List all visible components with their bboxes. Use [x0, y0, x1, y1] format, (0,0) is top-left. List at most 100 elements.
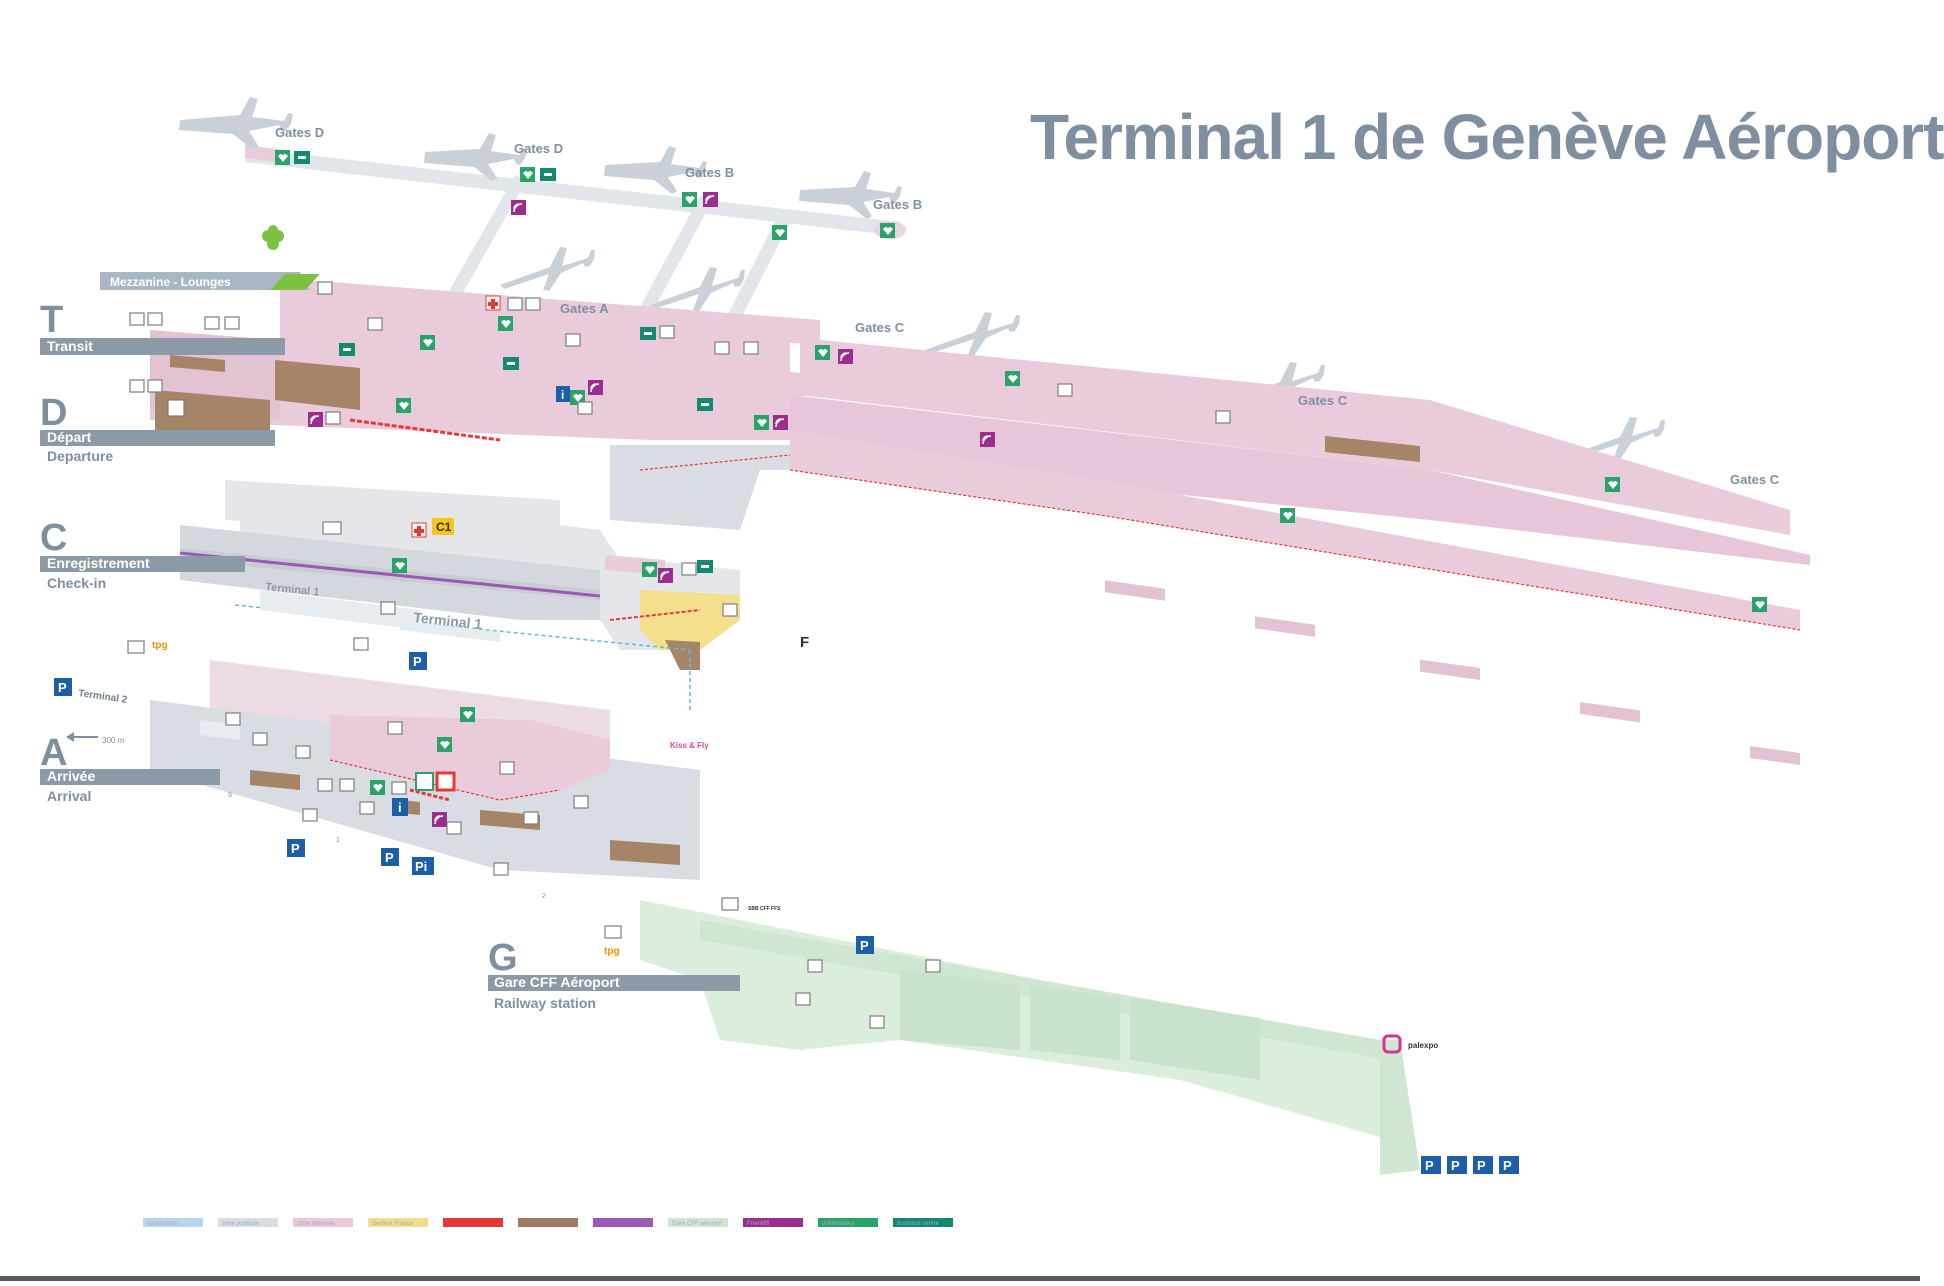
parking-icon: P [409, 652, 427, 670]
defibrillator-icon [460, 707, 475, 722]
business-centre-icon [697, 560, 713, 573]
toilet-icon [225, 712, 241, 726]
luggage-icon [252, 732, 268, 746]
toilet-icon [573, 795, 589, 809]
shop-area [170, 355, 225, 372]
defibrillator-icon [437, 737, 452, 752]
svg-text:P: P [385, 850, 394, 865]
legend-swatch [893, 1218, 953, 1227]
shop-icon [743, 341, 759, 355]
exit-label: 1 [336, 837, 340, 844]
wheelchair-icon [380, 601, 396, 615]
toilet-icon [659, 325, 675, 339]
gates-b-label: Gates B [685, 165, 734, 180]
smoking-icon [367, 317, 383, 331]
pier-walkways [245, 145, 906, 340]
phone-icon [317, 281, 333, 295]
lost-found-icon [435, 771, 456, 792]
exit-label: 5 [228, 792, 232, 799]
airplane-icon [1570, 417, 1665, 461]
defibrillator-icon [420, 335, 435, 350]
business-centre-icon [339, 343, 355, 356]
zone-c1-label: C1 [436, 520, 452, 534]
parking-icon: P [54, 678, 72, 696]
level-t-letter: T [40, 299, 63, 341]
phone-icon [681, 562, 697, 576]
bus-icon [127, 640, 145, 654]
gates-c-pier-lower [790, 430, 1800, 630]
level-a-sublabel: Arrival [47, 788, 91, 804]
legend-label: Gare CFF aéroport [672, 1221, 723, 1227]
toilet-icon [147, 379, 163, 393]
elevator-icon [523, 811, 539, 825]
business-centre-icon [640, 327, 656, 340]
terminal2-label: Terminal 2 [78, 688, 129, 706]
legend-swatch [593, 1218, 653, 1227]
svg-text:P: P [1477, 1158, 1486, 1173]
defibrillator-icon [520, 167, 535, 182]
legend-label: zone publique [222, 1221, 260, 1227]
legend-label: FreeWifi [747, 1221, 769, 1227]
ticket-icon [721, 897, 739, 911]
svg-text:P: P [291, 841, 300, 856]
airplane-icon [604, 146, 707, 194]
defibrillator-icon [754, 415, 769, 430]
sbb-label: SBB CFF FFS [748, 906, 781, 912]
defibrillator-icon [772, 225, 787, 240]
legend-label: ascenseurs [147, 1221, 178, 1227]
shop-icon [224, 316, 240, 330]
pier-d-connector [446, 176, 528, 298]
gates-d-b-walkway [245, 148, 900, 236]
defibrillator-icon [815, 345, 830, 360]
defibrillator-icon [1005, 371, 1020, 386]
level-labels: T Transit D Départ Departure C Enregistr… [40, 272, 740, 1011]
legend-swatch [518, 1218, 578, 1227]
parking-icon: P [381, 848, 399, 866]
sector-f-label: F [800, 634, 809, 651]
arrival-reserved [330, 715, 610, 800]
level-c-letter: C [40, 517, 67, 559]
bus-icon [493, 862, 509, 876]
defibrillator-icon [642, 562, 657, 577]
wifi-icon [432, 812, 447, 827]
toilet-icon [317, 778, 333, 792]
checkin-level [179, 485, 740, 710]
level-d-sublabel: Departure [47, 448, 113, 464]
parking-icon: P [1421, 1156, 1441, 1174]
level-d-label: Départ [47, 429, 92, 445]
gates-c-label: Gates C [855, 320, 905, 335]
wifi-icon [703, 192, 718, 207]
level-a-letter: A [40, 732, 67, 774]
wifi-icon [308, 412, 323, 427]
page-title: Terminal 1 de Genève Aéroport [1030, 101, 1944, 173]
legend-swatch [218, 1218, 278, 1227]
level-g-letter: G [488, 937, 518, 979]
legend-swatch [668, 1218, 728, 1227]
exchange-icon [339, 778, 355, 792]
shop-icon [322, 521, 342, 535]
defibrillator-icon [392, 558, 407, 573]
departure-level [150, 278, 1810, 765]
parking-icons: P P P P Pi P P P P P [54, 652, 1519, 1174]
parking-icon: P [287, 839, 305, 857]
level-c-label: Enregistrement [47, 555, 150, 571]
toilet-icon [722, 603, 738, 617]
terminal1-label: Terminal 1 [413, 609, 483, 632]
level-c-sublabel: Check-in [47, 575, 106, 591]
info-icons: i i [392, 386, 570, 816]
chair-icon [714, 341, 730, 355]
wifi-icon [658, 568, 673, 583]
defibrillator-icon [498, 316, 513, 331]
legend-swatch [293, 1218, 353, 1227]
mezzanine-label: Mezzanine - Lounges [110, 275, 231, 289]
atm-icon [167, 399, 185, 417]
palexpo-label: palexpo [1408, 1041, 1438, 1050]
wifi-icon [980, 432, 995, 447]
level-t-label: Transit [47, 338, 93, 354]
defibrillator-icon [1280, 508, 1295, 523]
arrival-level [150, 660, 700, 880]
wifi-icon [511, 200, 526, 215]
svg-text:P: P [1451, 1158, 1460, 1173]
tpg-label: tpg [604, 946, 620, 957]
